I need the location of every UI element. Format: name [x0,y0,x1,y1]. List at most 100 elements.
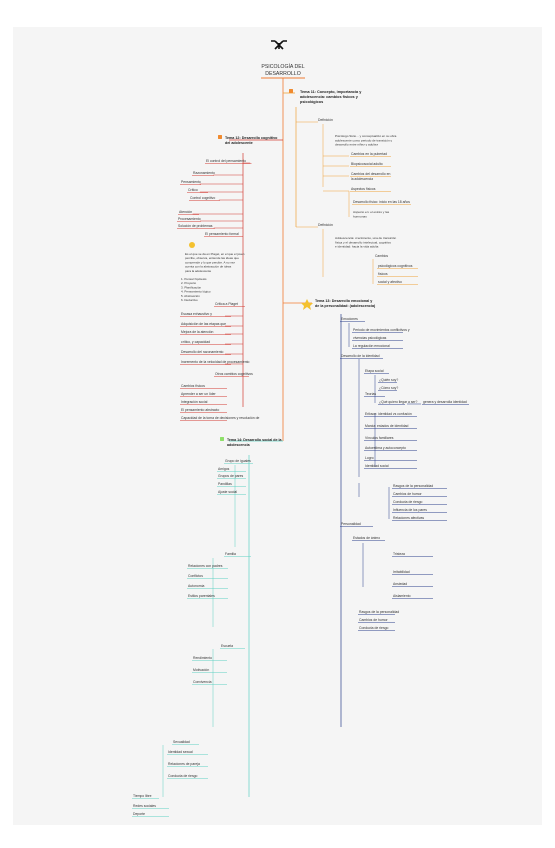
tema14-label: Familia [225,552,236,556]
tema14-item: Conducta de riesgo [168,774,198,778]
tema13-label: Desarrollo de la identidad [341,354,380,358]
tema12-item-a: Atención [179,210,192,214]
tema14-item: Conflictos [188,574,203,578]
tema14-item: Grupos de pares [218,474,244,478]
tema13-item: ¿Quién soy? [379,378,398,382]
tema13-item: Rasgos de la personalidad [393,484,433,488]
page-title: DESARROLLO [265,71,300,77]
tema11-itemb: psicológicos cognitivos [378,264,413,268]
tema12-item-c: Desarrollo del razonamiento [181,350,224,354]
tema14-item: Redes sociales [133,804,156,808]
tema13-item: Irritabilidad [393,570,410,574]
tema14-item: Relaciones de pareja [168,762,200,766]
tema12-label: Critica a Piaget [215,302,238,306]
tema12-intro: para la adolescente [185,269,212,273]
tema12-item-a: Solución de problemas [178,224,213,228]
tema14-item: Autonomía [188,584,205,588]
tema11-title: Tema 11: Concepto, importancia y [300,90,362,94]
tema11-item: Biopsicosocial adulto [351,162,383,166]
tema14-label: Sexualidad [173,740,190,744]
tema12-item-d: El pensamiento abstracto [181,408,219,412]
tema11-items-label: Cambios [375,254,388,258]
tema13-sub: Teorías [365,392,376,396]
tema12-intro: Es el que se da en Piaget, en el que el … [185,252,245,256]
tema11-item: la adolescencia [351,177,373,181]
tema12-item-c: Mejora de la atención [181,330,214,334]
tema12-list: 4. Pensamiento lógico [181,290,211,294]
star-icon [301,299,313,310]
tema13-item: Rasgos de la personalidad [359,610,399,614]
tema11-subitem: hormonas [353,215,367,219]
tema12-title: del adolescente [225,141,253,145]
lightbulb-icon [189,242,195,248]
tema12-intro: cuenta con la abstracción de ideas [185,265,232,269]
tema11-marker [289,89,293,93]
page-title: PSICOLOGÍA DEL [261,63,304,70]
tema13-label: Personalidad [341,522,361,526]
tema11-intro: e identidad: hacia la vida adulta [335,245,379,249]
tema14-item: Estilos parentales [188,594,215,598]
tema11-title: adolescencia: cambios físicos y [300,95,359,99]
tema14-item: Amigos [218,467,230,471]
tema13-item: La regulación emocional [353,344,390,348]
tema13-item: Ansiedad [393,582,407,586]
tema13-item: Cambios de humor [393,492,423,496]
tema12-item-c: Adquisición de las etapas que [181,322,226,326]
tema13-item: Erikson: identidad vs confusión [365,412,412,416]
tema11-intro: adolescente como periodo de transición y [335,138,393,142]
tema11-intro: Psicólogo Sixto... y conceptualizó en su… [335,134,397,138]
tema13-item: Conducta de riesgo [393,500,423,504]
tema14-label: Escuela [221,644,233,648]
tema13-title: de la personalidad: (adolescencia) [315,304,376,308]
tema11-intro: desarrollo entre niñez y adultez [335,143,378,147]
tema13-item: Conducta de riesgo [359,626,389,630]
tema12-list: 1. Pensar hipótesis [181,277,207,281]
tema12-item-a: El control del pensamiento [206,159,246,163]
tema11-item: Aspectos físicos [351,187,376,191]
tema13-item: ¿Cómo soy? [379,386,398,390]
tema13-item: Identidad social [365,464,389,468]
tema13-item: Influencia de los pares [393,508,427,512]
tema12-label: Otros cambios cognitivos [215,372,253,376]
tema12-item-d: Capacidad de la toma de decisiones y res… [181,416,260,420]
tema14-label: Tiempo libre [133,794,152,798]
tema11-item: Cambios en la pubertad [351,152,387,156]
tema11-itemb: social y afectivo [378,280,402,284]
tema12-item-a: Pensamiento [181,180,201,184]
tema13-item: Autoestima y autoconcepto [365,446,406,450]
tema11-intro: física y el desarrollo intelectual, cogn… [335,240,391,244]
tema13-label: Emociones [341,317,358,321]
tema14-item: Identidad sexual [168,750,193,754]
tema12-title: Tema 12: Desarrollo cognitivo [225,136,278,140]
tema13-title: Tema 13: Desarrollo emocional y [315,299,373,303]
tema14-item: Pandillas [218,482,232,486]
tema12-intro: percibe, observa, entiende las ideas que [185,256,239,260]
tema14-title: Tema 14: Desarrollo social de la [227,438,282,442]
tema12-item-a: Crítico [188,188,198,192]
tema12-list: 2. Proyecto [181,281,197,285]
tema12-item-a: Razonamiento [193,171,215,175]
tema12-marker [218,135,222,139]
tema14-item: Motivación [193,668,209,672]
tema13-item: Cambios de humor [359,618,389,622]
tema11-item: Cambios del desarrollo en [351,172,391,176]
tema11-subitem: Aspecto en: el estrés y las [353,210,390,214]
tema12-list: 6. Deductivo [181,298,198,302]
tema12-item-a: Control cognitivo [190,196,215,200]
tema11-itemb: físicos [378,272,388,276]
tema14-marker [220,437,224,441]
tema12-item-c: Escasa exhaustivo y [181,312,212,316]
tema12-label: El pensamiento formal [205,232,239,236]
tema13-item: Relaciones afectivas [393,516,424,520]
tema13-item: ¿Qué quiero llegar a ser? [379,400,418,404]
tema12-item-c: crítico, y capacidad [181,340,210,344]
tema13-item: Marcia: estados de identidad [365,424,408,428]
tema14-item: Convivencia [193,680,212,684]
tema13-item: Logro [365,456,374,460]
tema11-intro: Adolescencia: crecimiento, una de transi… [335,236,397,240]
tema13-item: Tristeza [393,552,405,556]
tema14-title: adolescencia [227,443,251,447]
tema12-item-a: Procesamiento [178,217,201,221]
tema13-item: Aislamiento [393,594,411,598]
tema14-item: Rendimiento [193,656,212,660]
